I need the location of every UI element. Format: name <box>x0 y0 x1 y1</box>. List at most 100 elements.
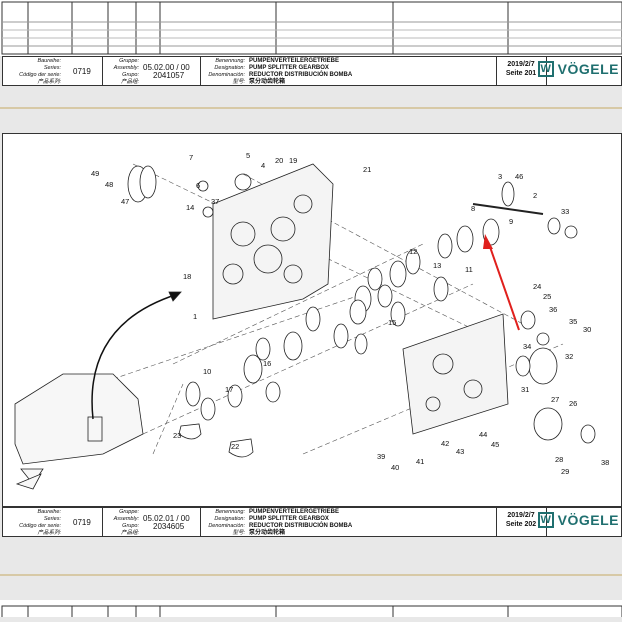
label-cn-group: 产品组: <box>120 79 139 85</box>
group-labels: Gruppe: Assembly: Grupo: 产品组: <box>105 58 139 86</box>
svg-text:49: 49 <box>91 169 99 178</box>
name-cell: Benennung: Designation: Denominación: 型号… <box>201 57 497 85</box>
name-es: REDUCTOR DISTRIBUCIÓN BOMBA <box>249 523 353 529</box>
date-page: 2019/2/7 Seite 201 <box>497 60 545 78</box>
svg-text:14: 14 <box>186 203 194 212</box>
svg-text:29: 29 <box>561 467 569 476</box>
label-designation: Designation: <box>214 516 245 522</box>
label-gruppe: Gruppe: <box>119 58 139 64</box>
svg-text:47: 47 <box>121 197 129 206</box>
name-labels: Benennung: Designation: Denominación: 型号… <box>203 509 245 537</box>
label-denominacion: Denominación: <box>208 523 245 529</box>
svg-text:28: 28 <box>555 455 563 464</box>
label-codigo: Código der serie: <box>19 523 61 529</box>
date-value: 2019/2/7 <box>507 61 535 68</box>
group-number: 2034605 <box>153 522 185 531</box>
bottom-table-grid <box>1 605 622 619</box>
svg-text:19: 19 <box>289 156 297 165</box>
name-cn: 泵分动齿轮箱 <box>249 530 286 536</box>
svg-text:4: 4 <box>261 161 265 170</box>
label-baureihe: Baureihe: <box>37 58 61 64</box>
label-cn-name: 型号: <box>232 79 245 85</box>
svg-text:38: 38 <box>601 458 609 467</box>
svg-text:42: 42 <box>441 439 449 448</box>
series-cell: Baureihe: Series: Código der serie: 产品系列… <box>3 57 103 85</box>
name-cell: Benennung: Designation: Denominación: 型号… <box>201 508 497 536</box>
group-cell: Gruppe: Assembly: Grupo: 产品组: 05.02.00 /… <box>103 57 201 85</box>
svg-text:23: 23 <box>173 431 181 440</box>
date-cell: 2019/2/7 Seite 201 <box>497 57 547 85</box>
svg-text:34: 34 <box>523 342 531 351</box>
brand-name: VÖGELE <box>557 512 619 528</box>
label-cn-group: 产品组: <box>120 530 139 536</box>
svg-text:36: 36 <box>549 305 557 314</box>
svg-text:5: 5 <box>246 151 250 160</box>
svg-text:15: 15 <box>388 318 396 327</box>
series-labels: Baureihe: Series: Código der serie: 产品系列… <box>5 509 61 537</box>
svg-text:17: 17 <box>225 385 233 394</box>
series-cell: Baureihe: Series: Código der serie: 产品系列… <box>3 508 103 536</box>
name-values: PUMPENVERTEILERGETRIEBE PUMP SPLITTER GE… <box>249 509 352 537</box>
label-cn-series: 产品系列: <box>37 530 61 536</box>
label-baureihe: Baureihe: <box>37 509 61 515</box>
series-value: 0719 <box>73 518 91 527</box>
svg-text:3: 3 <box>498 172 502 181</box>
vogele-w-icon: W <box>537 512 554 528</box>
label-series: Series: <box>43 65 61 71</box>
svg-text:20: 20 <box>275 156 283 165</box>
svg-text:43: 43 <box>456 447 464 456</box>
top-table-sheet <box>0 0 622 56</box>
title-block-201: Baureihe: Series: Código der serie: 产品系列… <box>2 56 622 86</box>
title-block-202: Baureihe: Series: Código der serie: 产品系列… <box>2 507 622 537</box>
label-codigo: Código der serie: <box>19 72 61 78</box>
label-cn-name: 型号: <box>232 530 245 536</box>
svg-text:40: 40 <box>391 463 399 472</box>
series-labels: Baureihe: Series: Código der serie: 产品系列… <box>5 58 61 86</box>
svg-text:48: 48 <box>105 180 113 189</box>
name-de: PUMPENVERTEILERGETRIEBE <box>249 58 340 64</box>
vogele-logo: W VÖGELE <box>537 61 619 77</box>
date-page: 2019/2/7 Seite 202 <box>497 511 545 529</box>
svg-text:13: 13 <box>433 261 441 270</box>
label-assembly: Assembly: <box>113 65 139 71</box>
page-separator <box>0 107 622 109</box>
svg-text:26: 26 <box>569 399 577 408</box>
svg-text:44: 44 <box>479 430 487 439</box>
gear-set <box>127 165 596 444</box>
name-en: PUMP SPLITTER GEARBOX <box>249 516 329 522</box>
page-number: Seite 201 <box>505 70 537 77</box>
group-labels: Gruppe: Assembly: Grupo: 产品组: <box>105 509 139 537</box>
svg-text:8: 8 <box>471 204 475 213</box>
label-cn-series: 产品系列: <box>37 79 61 85</box>
svg-text:11: 11 <box>465 265 473 274</box>
label-benennung: Benennung: <box>215 58 245 64</box>
name-values: PUMPENVERTEILERGETRIEBE PUMP SPLITTER GE… <box>249 58 352 86</box>
svg-text:31: 31 <box>521 385 529 394</box>
assembly-value: 05.02.01 / 00 <box>143 514 190 523</box>
name-en: PUMP SPLITTER GEARBOX <box>249 65 329 71</box>
svg-text:27: 27 <box>551 395 559 404</box>
assembly-value: 05.02.00 / 00 <box>143 63 190 72</box>
svg-text:24: 24 <box>533 282 541 291</box>
vogele-logo: W VÖGELE <box>537 512 619 528</box>
paver-machine-sketch <box>14 373 144 490</box>
name-es: REDUCTOR DISTRIBUCIÓN BOMBA <box>249 72 353 78</box>
date-cell: 2019/2/7 Seite 202 <box>497 508 547 536</box>
date-value: 2019/2/7 <box>507 512 535 519</box>
svg-text:35: 35 <box>569 317 577 326</box>
name-labels: Benennung: Designation: Denominación: 型号… <box>203 58 245 86</box>
group-number: 2041057 <box>153 71 185 80</box>
name-cn: 泵分动齿轮箱 <box>249 79 286 85</box>
svg-text:2: 2 <box>533 191 537 200</box>
page-number: Seite 202 <box>505 521 537 528</box>
gearbox-cover-right <box>402 313 509 435</box>
svg-text:21: 21 <box>363 165 371 174</box>
page-separator <box>0 574 622 576</box>
series-value: 0719 <box>73 67 91 76</box>
label-assembly: Assembly: <box>113 516 139 522</box>
svg-text:22: 22 <box>231 442 239 451</box>
svg-text:30: 30 <box>583 325 591 334</box>
svg-text:6: 6 <box>196 181 200 190</box>
